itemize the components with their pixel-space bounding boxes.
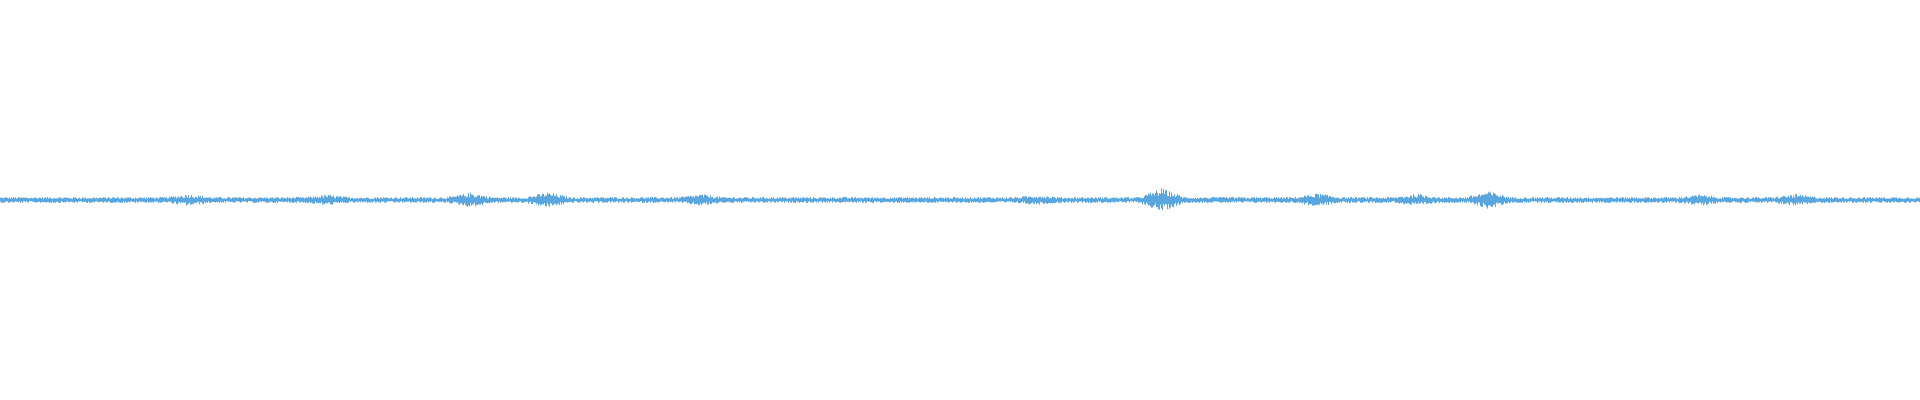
waveform-trace bbox=[0, 188, 1920, 211]
